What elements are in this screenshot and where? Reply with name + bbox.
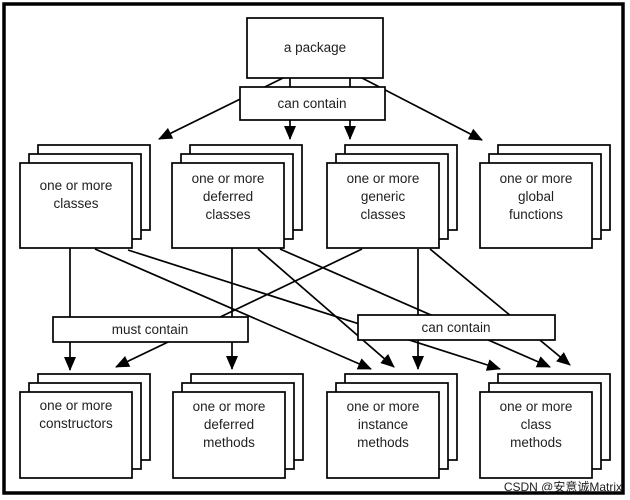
instance-methods-label-line1: one or more bbox=[347, 399, 420, 414]
can-relation-box bbox=[357, 314, 556, 341]
constructors-label-line2: constructors bbox=[39, 416, 113, 431]
instance-methods-stack-front bbox=[326, 391, 440, 479]
deferred-classes-label-line1: one or more bbox=[192, 171, 265, 186]
global-functions-label-line1: one or more bbox=[500, 171, 573, 186]
class-methods-label-line2: class bbox=[521, 417, 552, 432]
package-relation-box bbox=[239, 86, 386, 121]
deferred-classes-stack-front bbox=[171, 162, 285, 249]
node-class-methods: one or more class methods bbox=[479, 373, 611, 479]
relation-package-can-contain: can contain bbox=[239, 86, 386, 121]
edge-deferred-classes-to-instance-methods bbox=[257, 248, 395, 368]
deferred-methods-label-line2: deferred bbox=[204, 417, 254, 432]
edge-classes-to-instance-methods bbox=[94, 248, 372, 370]
node-classes: one or more classes bbox=[19, 144, 151, 249]
diagram-border bbox=[2, 2, 625, 495]
package-relation-label: can contain bbox=[277, 96, 346, 111]
edge-generic-classes-to-class-methods bbox=[429, 248, 571, 366]
relation-can-contain: can contain bbox=[357, 314, 556, 341]
global-functions-label-line2: global bbox=[518, 189, 554, 204]
class-methods-stack-front bbox=[479, 391, 593, 479]
edge-deferred-classes-to-class-methods bbox=[279, 248, 551, 368]
generic-classes-label-line1: one or more bbox=[347, 171, 420, 186]
node-constructors: one or more constructors bbox=[19, 373, 151, 479]
must-relation-box bbox=[52, 316, 249, 343]
class-methods-label-line3: methods bbox=[510, 435, 562, 450]
global-functions-label-line3: functions bbox=[509, 207, 563, 222]
instance-methods-label-line2: instance bbox=[358, 417, 408, 432]
node-deferred-methods: one or more deferred methods bbox=[172, 373, 304, 479]
instance-methods-label-line3: methods bbox=[357, 435, 409, 450]
classes-label-line2: classes bbox=[53, 196, 98, 211]
node-deferred-classes: one or more deferred classes bbox=[171, 144, 303, 249]
global-functions-stack-front bbox=[479, 162, 593, 249]
constructors-label-line1: one or more bbox=[40, 398, 113, 413]
must-relation-label: must contain bbox=[112, 322, 189, 337]
node-package: a package bbox=[246, 17, 384, 79]
can-relation-label: can contain bbox=[421, 320, 490, 335]
edge-classes-to-class-methods bbox=[127, 249, 501, 371]
generic-classes-label-line3: classes bbox=[360, 207, 405, 222]
node-global-functions: one or more global functions bbox=[479, 144, 611, 249]
edge-generic-classes-to-constructors bbox=[115, 248, 363, 368]
generic-classes-label-line2: generic bbox=[361, 189, 406, 204]
deferred-classes-label-line3: classes bbox=[205, 207, 250, 222]
watermark-text: CSDN @安意诚Matrix bbox=[504, 479, 622, 494]
package-label: a package bbox=[284, 40, 346, 55]
class-methods-label-line1: one or more bbox=[500, 399, 573, 414]
generic-classes-stack-front bbox=[326, 162, 440, 249]
node-instance-methods: one or more instance methods bbox=[326, 373, 458, 479]
constructors-stack-front bbox=[19, 391, 133, 479]
deferred-methods-stack-front bbox=[172, 391, 286, 479]
classes-label-line1: one or more bbox=[40, 178, 113, 193]
classes-stack-front bbox=[19, 162, 133, 249]
deferred-methods-label-line3: methods bbox=[203, 435, 255, 450]
node-generic-classes: one or more generic classes bbox=[326, 144, 458, 249]
edges-group bbox=[64, 77, 571, 371]
package-box bbox=[246, 17, 384, 79]
deferred-methods-label-line1: one or more bbox=[193, 399, 266, 414]
relation-must-contain: must contain bbox=[52, 316, 249, 343]
deferred-classes-label-line2: deferred bbox=[203, 189, 253, 204]
